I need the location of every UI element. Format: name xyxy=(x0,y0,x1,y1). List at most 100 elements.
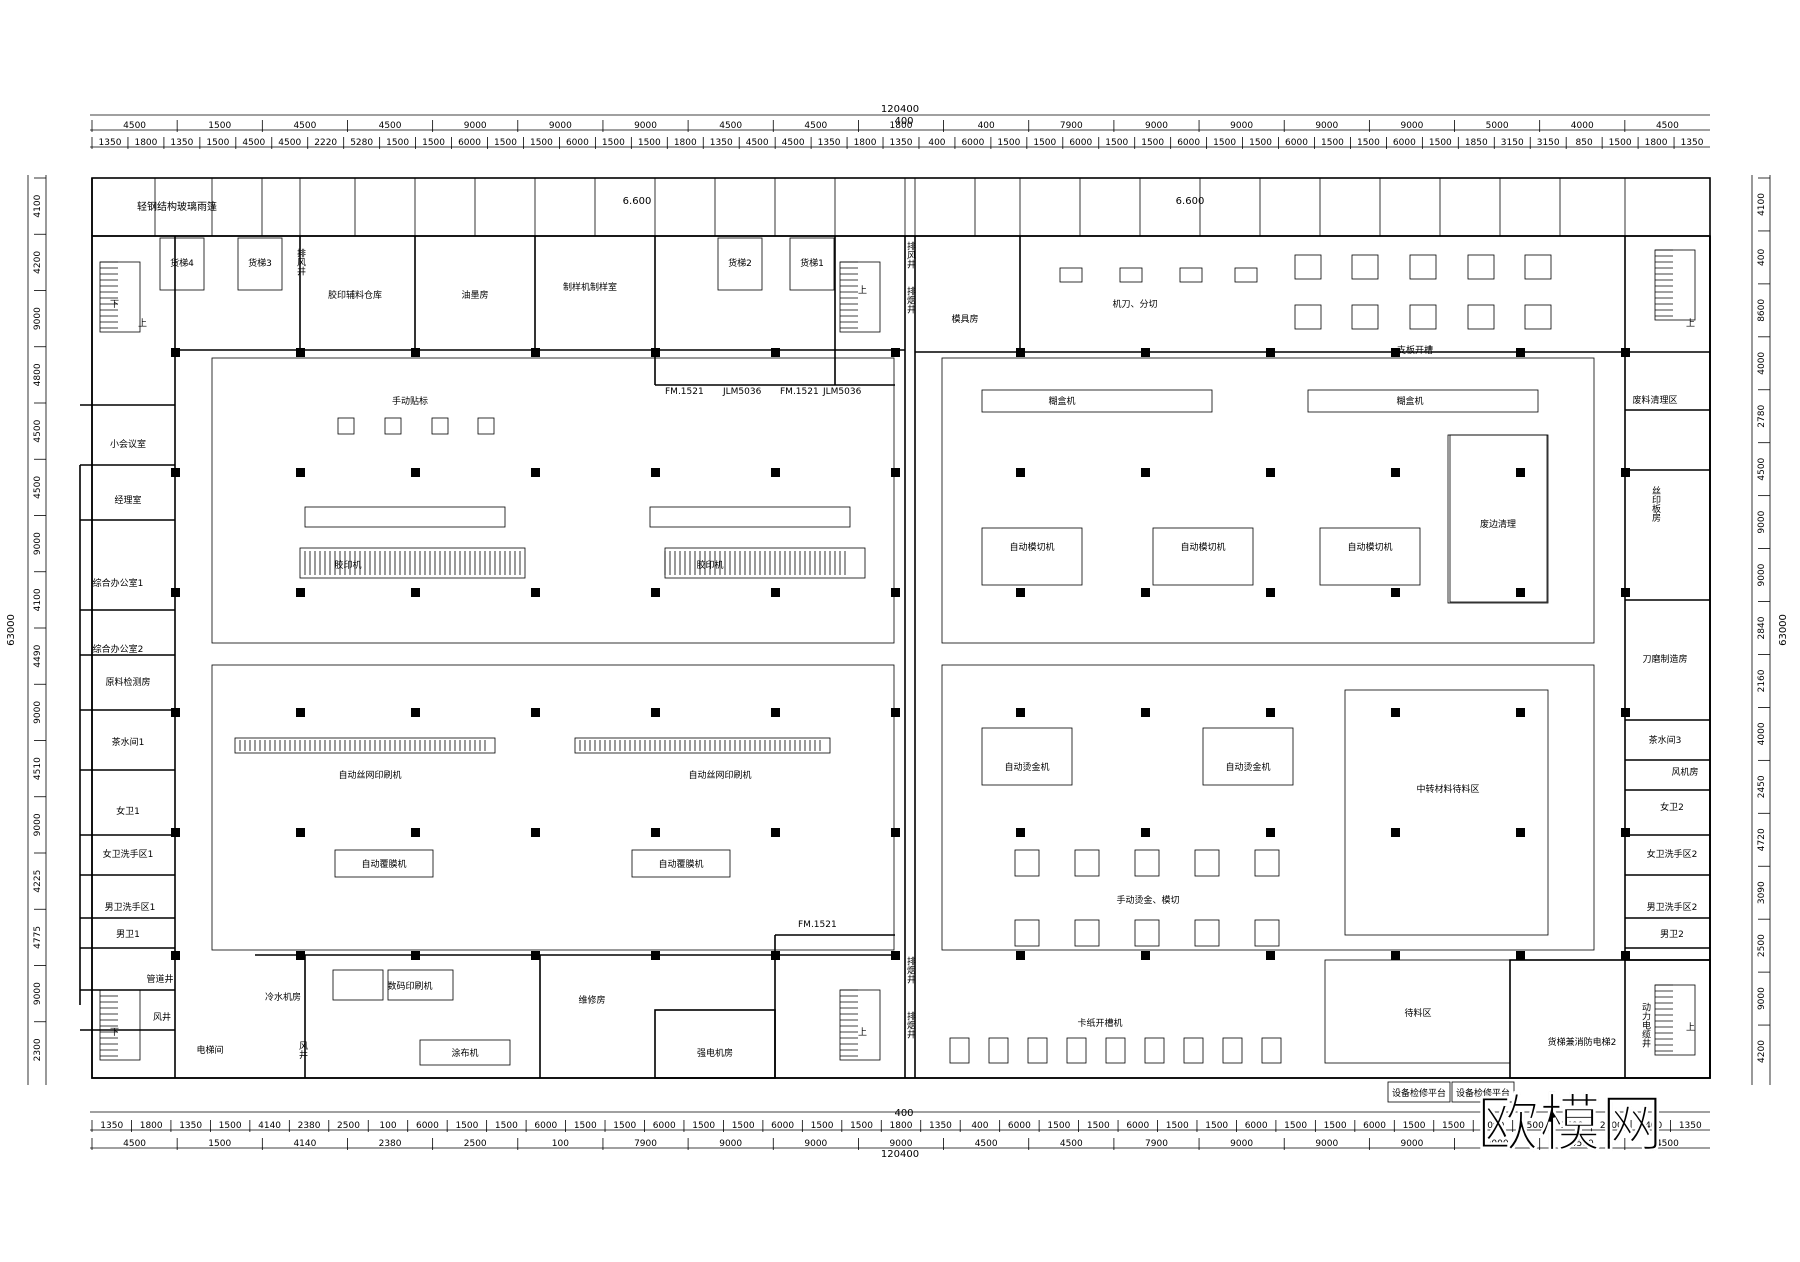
label-tea-room-1: 茶水间1 xyxy=(112,736,145,748)
dimension-value: 1500 xyxy=(692,1121,715,1131)
dimension-value: 2780 xyxy=(1757,405,1767,428)
dimension-value: 2300 xyxy=(33,1038,43,1061)
right-dimensions: 63000 4100400860040002780450090009000284… xyxy=(1751,175,1789,1085)
dimension-value: 1500 xyxy=(386,138,409,148)
dimension-value: 9000 xyxy=(1230,121,1253,131)
dimension-value: 1800 xyxy=(890,121,913,131)
label-exhaust-shaft-3: 排烟井 xyxy=(905,955,916,984)
label-general-office-2: 综合办公室2 xyxy=(93,643,144,655)
dimension-value: 6000 xyxy=(1245,1121,1268,1131)
dimension-value: 400 xyxy=(978,121,995,131)
dimension-value: 9000 xyxy=(33,813,43,836)
label-male-wash-1: 男卫洗手区1 xyxy=(105,901,156,913)
dimension-value: 3150 xyxy=(1537,138,1560,148)
dimension-value: 1500 xyxy=(1033,138,1056,148)
right-dimension-column: 4100400860040002780450090009000284021604… xyxy=(1757,177,1770,1063)
dimension-value: 1500 xyxy=(997,138,1020,148)
label-manual-stamp: 手动烫金、模切 xyxy=(1116,894,1179,906)
dimension-value: 4510 xyxy=(33,757,43,780)
dimension-value: 1800 xyxy=(854,138,877,148)
label-die-cut-2: 自动模切机 xyxy=(1180,541,1225,553)
label-wind-shaft-2: 风井 xyxy=(297,1041,308,1060)
door-tag-1: FM.1521 xyxy=(665,387,704,397)
dimension-value: 9000 xyxy=(1757,563,1767,586)
label-female-wc-2: 女卫2 xyxy=(1660,801,1684,813)
label-cutting: 机刀、分切 xyxy=(1112,298,1157,310)
building-walls xyxy=(79,177,1711,1079)
dimension-value: 1800 xyxy=(890,1121,913,1131)
dimension-value: 1500 xyxy=(1403,1121,1426,1131)
label-chiller-room: 冷水机房 xyxy=(265,991,301,1003)
label-general-office-1: 综合办公室1 xyxy=(93,577,144,589)
dimension-value: 100 xyxy=(552,1139,569,1149)
dimension-value: 1800 xyxy=(140,1121,163,1131)
label-laminator-2: 自动覆膜机 xyxy=(658,858,703,870)
label-knife-room: 刀磨制造房 xyxy=(1642,653,1687,665)
dimension-value: 1500 xyxy=(811,1121,834,1131)
dimension-value: 1500 xyxy=(574,1121,597,1131)
dimension-value: 1500 xyxy=(638,138,661,148)
label-repair-room: 维修房 xyxy=(578,994,605,1006)
dimension-value: 5000 xyxy=(1486,121,1509,131)
label-waste-press: 废边清理 xyxy=(1480,518,1516,530)
dimension-value: 1500 xyxy=(1357,138,1380,148)
stair-up-s: 上 xyxy=(858,1027,867,1038)
dimension-value: 1500 xyxy=(1560,1121,1583,1131)
mid-gap-bottom: 400 xyxy=(894,1108,913,1119)
dimension-value: 9000 xyxy=(1315,1139,1338,1149)
label-screen-press-2: 自动丝网印刷机 xyxy=(688,769,751,781)
dimension-value: 9000 xyxy=(719,1139,742,1149)
label-canopy: 轻钢结构玻璃雨篷 xyxy=(137,200,217,213)
dimension-value: 4500 xyxy=(379,121,402,131)
dimension-value: 1500 xyxy=(1166,1121,1189,1131)
dimension-value: 4500 xyxy=(1656,121,1679,131)
dimension-value: 4800 xyxy=(33,363,43,386)
label-plate-paste: 支板开槽 xyxy=(1397,344,1433,356)
dimension-value: 4500 xyxy=(33,419,43,442)
label-gluer-1: 糊盒机 xyxy=(1048,395,1075,407)
dimension-value: 4500 xyxy=(278,138,301,148)
label-offset-press-2: 胶印机 xyxy=(696,559,723,571)
dimension-value: 1500 xyxy=(219,1121,242,1131)
dimension-value: 9000 xyxy=(1757,510,1767,533)
label-digital-press: 数码印刷机 xyxy=(387,980,432,992)
dimension-value: 1350 xyxy=(1681,138,1704,148)
door-tag-3: FM.1521 xyxy=(780,387,819,397)
dimension-value: 1500 xyxy=(1321,138,1344,148)
dimension-value: 4200 xyxy=(1757,1040,1767,1063)
dimension-value: 3090 xyxy=(1757,881,1767,904)
dimension-value: 6000 xyxy=(653,1121,676,1131)
dimension-value: 1500 xyxy=(1521,1121,1544,1131)
watermark-brand: 欧模网 xyxy=(1477,1087,1663,1160)
dimension-value: 6000 xyxy=(771,1121,794,1131)
dimension-value: 2160 xyxy=(1757,669,1767,692)
dimension-value: 4140 xyxy=(258,1121,281,1131)
label-power-shaft: 动力电缆井 xyxy=(1640,1002,1651,1048)
label-glue-warehouse: 胶印辅料仓库 xyxy=(328,289,382,301)
dimension-value: 6000 xyxy=(1069,138,1092,148)
label-die-cut-1: 自动模切机 xyxy=(1009,541,1054,553)
dimension-value: 1350 xyxy=(179,1121,202,1131)
dimension-value: 400 xyxy=(971,1121,988,1131)
label-male-wc-2: 男卫2 xyxy=(1660,929,1684,940)
watermark: 欧模网 xyxy=(1477,1087,1664,1161)
dimension-value: 1500 xyxy=(206,138,229,148)
dimension-value: 1350 xyxy=(100,1121,123,1131)
dimension-value: 2500 xyxy=(464,1139,487,1149)
dimension-value: 4500 xyxy=(123,1139,146,1149)
dimension-value: 400 xyxy=(1757,249,1767,266)
label-wind-shaft-room: 风机房 xyxy=(1671,766,1698,778)
dimension-value: 1500 xyxy=(1087,1121,1110,1131)
label-smoke-shaft-2: 排烟井 xyxy=(905,1010,916,1039)
dimension-value: 1500 xyxy=(732,1121,755,1131)
total-width-bottom: 120400 xyxy=(881,1149,919,1160)
dimension-value: 2400 xyxy=(1639,1121,1662,1131)
label-waiting-area: 待料区 xyxy=(1404,1007,1431,1019)
dimension-value: 6000 xyxy=(1008,1121,1031,1131)
dimension-value: 9000 xyxy=(1230,1139,1253,1149)
dimension-value: 4500 xyxy=(1060,1139,1083,1149)
dimension-value: 6000 xyxy=(1126,1121,1149,1131)
label-laminator-1: 自动覆膜机 xyxy=(361,858,406,870)
